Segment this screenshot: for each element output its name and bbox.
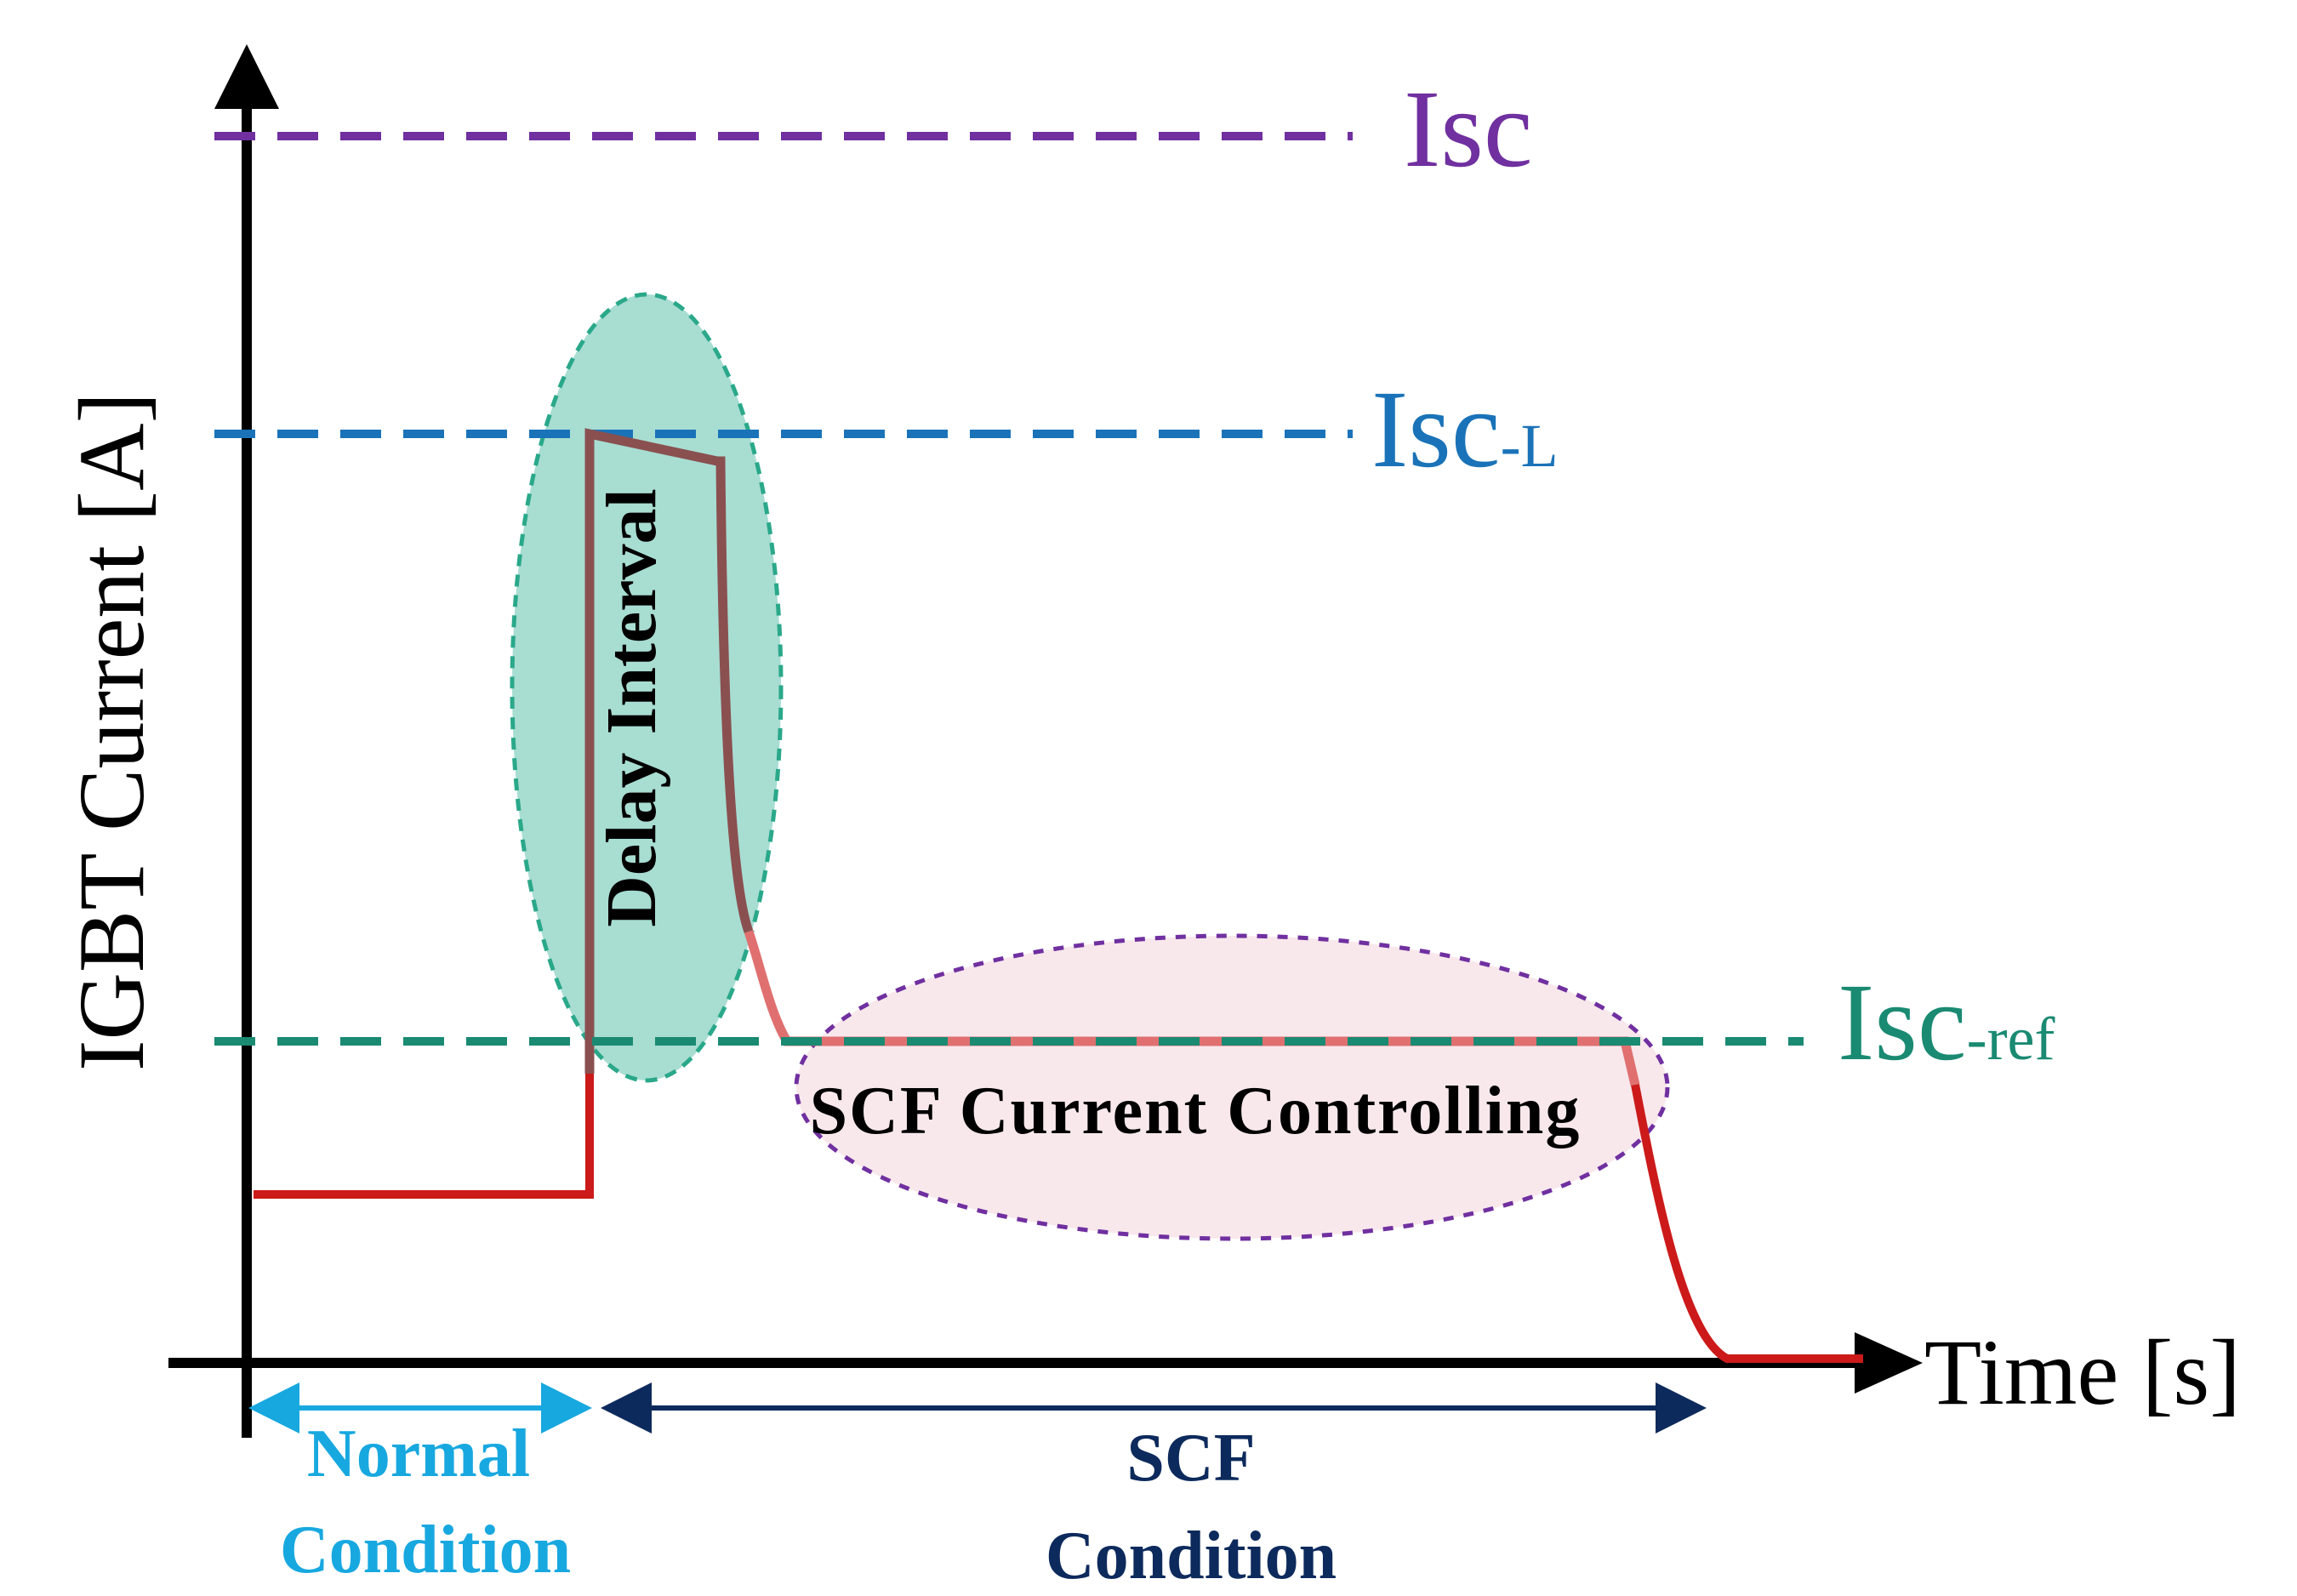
y-axis-label: IGBT Current [A] <box>60 392 163 1071</box>
y-axis-arrow-icon <box>214 44 279 109</box>
x-axis-label: Time [s] <box>1924 1320 2241 1424</box>
scf-condition-label-line2: Condition <box>1046 1519 1337 1593</box>
current-tail-segment <box>1631 1084 1863 1363</box>
x-axis-arrow-icon <box>1855 1332 1923 1394</box>
normal-condition-label-line2: Condition <box>280 1513 571 1587</box>
delay-interval-label: Delay Interval <box>592 488 671 927</box>
current-delay-segment <box>584 428 754 1074</box>
current-normal-segment <box>254 1074 594 1199</box>
isc-l-label: Isc-L <box>1371 368 1559 491</box>
normal-condition-label-line1: Normal <box>307 1416 530 1491</box>
delay-interval-region <box>510 292 784 1083</box>
scf-controlling-region <box>794 933 1670 1241</box>
scf-condition-label-line1: SCF <box>1126 1421 1255 1496</box>
isc-label: Isc <box>1404 68 1533 191</box>
isc-ref-label: Isc-ref <box>1838 961 2055 1084</box>
scf-controlling-label: SCF Current Controlling <box>810 1074 1582 1149</box>
